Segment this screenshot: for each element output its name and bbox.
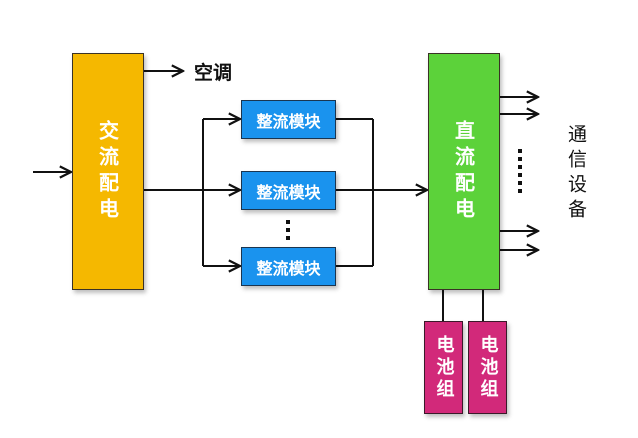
battery-label: 电池组	[433, 334, 455, 401]
dc-distribution-box: 直流配电	[428, 53, 500, 290]
battery-pack-2: 电池组	[468, 321, 507, 414]
telecom-equipment-label: 通信设备	[565, 124, 587, 224]
output-ellipsis-dots	[518, 149, 522, 193]
rectifier-label: 整流模块	[256, 111, 321, 131]
rectifier-label: 整流模块	[256, 258, 321, 278]
air-conditioner-label: 空调	[194, 62, 233, 84]
rectifier-ellipsis-dots	[286, 220, 290, 240]
battery-label: 电池组	[477, 334, 499, 401]
rectifier-label: 整流模块	[256, 182, 321, 202]
ac-distribution-box: 交流配电	[72, 53, 144, 290]
rectifier-module-3: 整流模块	[241, 247, 336, 286]
battery-pack-1: 电池组	[424, 321, 463, 414]
dc-distribution-label: 直流配电	[451, 119, 476, 224]
rectifier-module-2: 整流模块	[241, 171, 336, 210]
rectifier-module-1: 整流模块	[241, 100, 336, 139]
ac-distribution-label: 交流配电	[95, 119, 120, 224]
